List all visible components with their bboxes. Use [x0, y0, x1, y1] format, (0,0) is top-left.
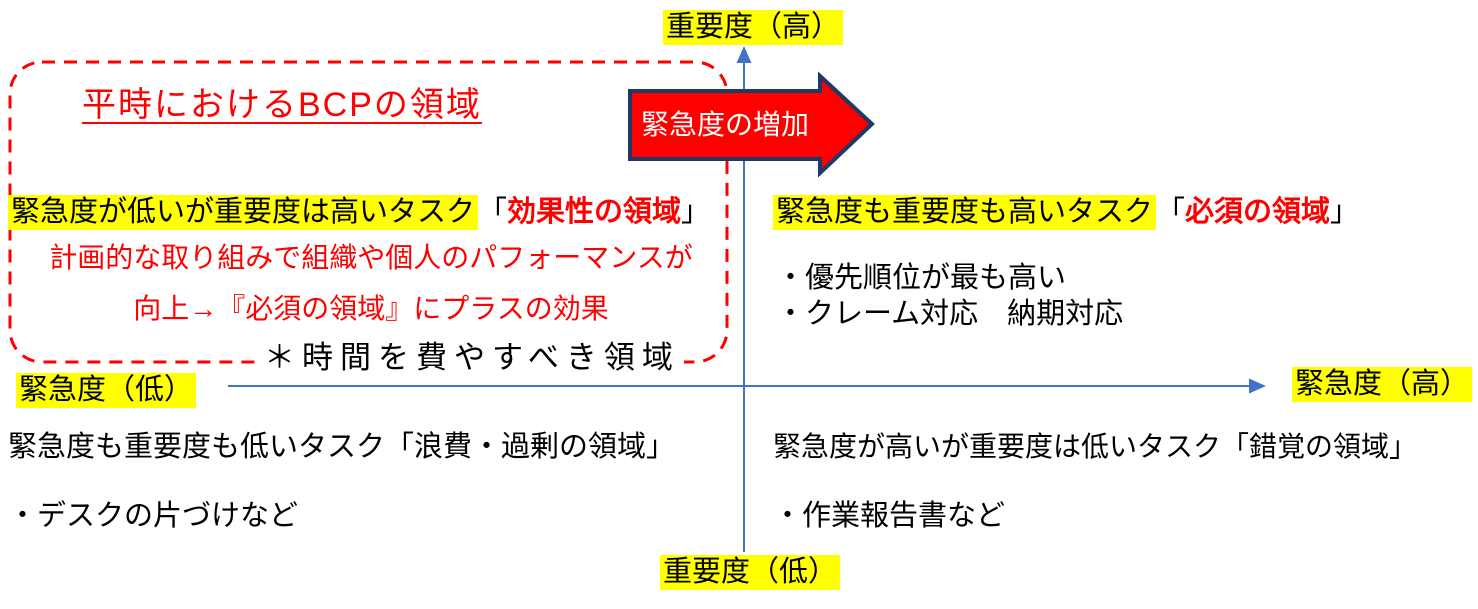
- urgency-increase-arrow: [628, 71, 875, 178]
- importance-low-text: 重要度（低）: [660, 555, 841, 590]
- bcp-region-title: 平時におけるBCPの領域: [82, 86, 482, 124]
- bracket-close: 」: [681, 196, 711, 228]
- essential-quadrant-bullet: ・クレーム対応 納期対応: [776, 298, 1124, 330]
- bracket-open: 「: [478, 196, 508, 228]
- bcp-description-line1: 計画的な取り組みで組織や個人のパフォーマンスが: [49, 242, 693, 273]
- horizontal-axis-arrowhead-icon: [1249, 378, 1266, 394]
- urgency-low-text: 緊急度（低）: [16, 373, 197, 408]
- illusion-quadrant-heading: 緊急度が高いが重要度は低いタスク「錯覚の領域」: [773, 431, 1418, 462]
- urgency-increase-text: 緊急度の増加: [640, 109, 809, 141]
- essential-quadrant-bullet: ・優先順位が最も高い: [776, 262, 1067, 294]
- bcp-description-line2: 向上→『必須の領域』にプラスの効果: [133, 293, 609, 324]
- axis-label-urgency-low: 緊急度（低）: [16, 373, 197, 408]
- bracket-open: 「: [1156, 196, 1186, 228]
- waste-quadrant-bullet: ・デスクの片づけなど: [8, 500, 299, 532]
- bracket-close: 」: [1330, 196, 1360, 228]
- effectiveness-quadrant-heading: 緊急度が低いが重要度は高いタスク「効果性の領域」: [8, 195, 711, 230]
- vertical-axis-arrowhead-icon: [736, 46, 752, 63]
- bcp-region-note: ＊時間を費やすべき領域: [262, 340, 684, 380]
- urgency-high-text: 緊急度（高）: [1292, 367, 1473, 402]
- essential-heading-highlight: 緊急度も重要度も高いタスク: [773, 195, 1157, 230]
- urgency-increase-arrow-label: 緊急度の増加: [630, 91, 820, 159]
- effectiveness-quadrant-name: 効果性の領域: [507, 196, 682, 228]
- importance-high-text: 重要度（高）: [663, 10, 844, 45]
- illusion-quadrant-bullet: ・作業報告書など: [773, 500, 1006, 532]
- waste-quadrant-heading: 緊急度も重要度も低いタスク「浪費・過剰の領域」: [8, 431, 676, 463]
- essential-quadrant-heading: 緊急度も重要度も高いタスク「必須の領域」: [773, 195, 1360, 230]
- effectiveness-heading-highlight: 緊急度が低いが重要度は高いタスク: [8, 195, 479, 230]
- axis-label-importance-low: 重要度（低）: [660, 555, 841, 590]
- axis-label-urgency-high: 緊急度（高）: [1292, 367, 1473, 402]
- essential-quadrant-name: 必須の領域: [1185, 196, 1331, 228]
- axis-label-importance-high: 重要度（高）: [663, 10, 844, 45]
